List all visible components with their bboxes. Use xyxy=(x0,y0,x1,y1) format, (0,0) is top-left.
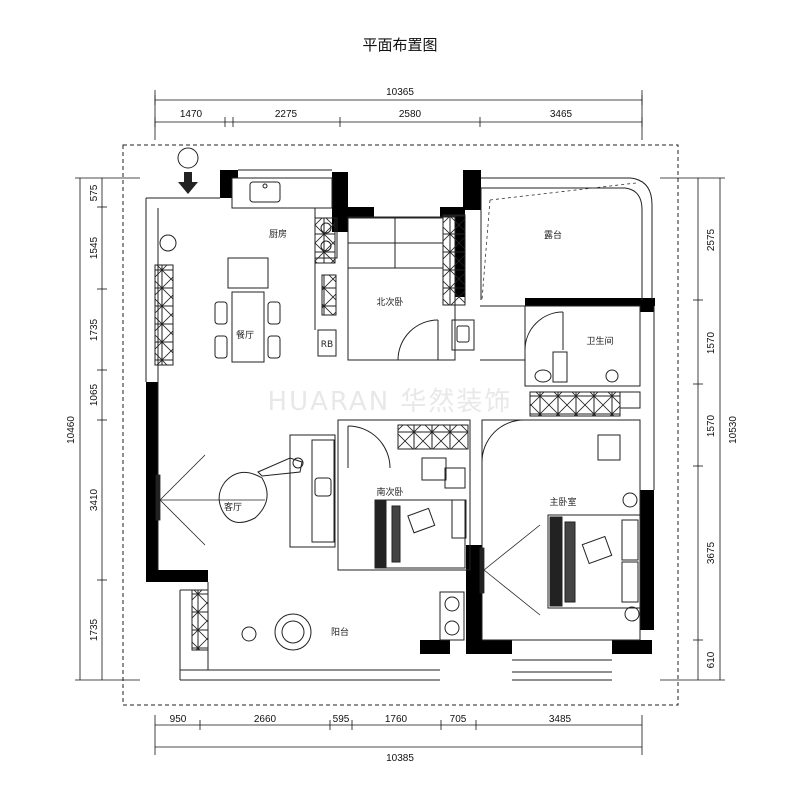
room-label-bathroom: 卫生间 xyxy=(586,335,613,347)
north-bedroom-door xyxy=(397,319,439,361)
sofa xyxy=(289,434,336,548)
room-label-balcony: 阳台 xyxy=(331,626,349,638)
top-dim-1: 1470 xyxy=(180,109,203,120)
bottom-dim-2: 2660 xyxy=(254,714,277,725)
balcony-chair xyxy=(241,613,312,651)
room-label-master-bedroom: 主卧室 xyxy=(549,496,576,508)
left-total-dim: 10460 xyxy=(66,416,77,444)
bottom-total-dim: 10385 xyxy=(386,753,414,764)
compass-icon xyxy=(177,147,199,194)
bottom-dim-3: 595 xyxy=(333,714,350,725)
bottom-dim-5: 705 xyxy=(450,714,467,725)
bottom-dim-4: 1760 xyxy=(385,714,408,725)
left-dim-4: 1065 xyxy=(89,383,100,406)
watermark: HUARAN 华然装饰 xyxy=(268,387,513,417)
site-boundary xyxy=(122,144,679,706)
dining-table xyxy=(159,234,281,363)
left-dim-2: 1545 xyxy=(89,236,100,259)
plan-title: 平面布置图 xyxy=(362,36,437,54)
bottom-dim-6: 3485 xyxy=(549,714,572,725)
top-dim-3: 2580 xyxy=(399,109,422,120)
room-label-south-bedroom: 南次卧 xyxy=(376,486,403,498)
right-dim-1: 2575 xyxy=(706,228,717,251)
lounge-chair xyxy=(257,457,304,477)
right-dim-3: 1570 xyxy=(706,414,717,437)
right-dim-5: 610 xyxy=(706,651,717,668)
left-dim-3: 1735 xyxy=(89,318,100,341)
master-tv-line xyxy=(479,524,541,616)
left-dim-1: 575 xyxy=(89,184,100,201)
kitchen-sink-icon xyxy=(249,181,281,203)
left-dim-5: 3410 xyxy=(89,488,100,511)
basin-icon xyxy=(451,319,475,351)
right-total-dim: 10530 xyxy=(728,416,739,444)
stove-icon xyxy=(314,217,338,259)
top-dimensions xyxy=(154,90,643,140)
south-bedroom-door xyxy=(347,425,391,469)
fridge-label: RB xyxy=(321,340,333,350)
left-dim-6: 1735 xyxy=(89,618,100,641)
room-label-north-bedroom: 北次卧 xyxy=(376,296,403,308)
room-label-living: 客厅 xyxy=(224,501,242,513)
bottom-dim-1: 950 xyxy=(170,714,187,725)
toilet-icon xyxy=(534,351,568,383)
right-dimensions xyxy=(660,177,725,681)
room-label-kitchen: 厨房 xyxy=(269,228,287,240)
top-dim-4: 3465 xyxy=(550,109,573,120)
room-label-dining: 餐厅 xyxy=(236,329,254,341)
tv-line xyxy=(155,454,265,546)
right-dim-4: 3675 xyxy=(706,541,717,564)
washing-machine-icon xyxy=(439,591,465,641)
master-bedroom-bed xyxy=(547,391,641,622)
terrace-outline xyxy=(481,182,637,301)
left-dimensions xyxy=(75,177,140,681)
top-dim-2: 2275 xyxy=(275,109,298,120)
bathroom-door xyxy=(524,311,564,351)
top-total-dim: 10365 xyxy=(386,87,414,98)
bottom-dimensions xyxy=(154,715,643,755)
master-bedroom-door xyxy=(481,419,525,463)
fridge-box xyxy=(317,329,337,357)
room-label-terrace: 露台 xyxy=(544,229,562,241)
coffee-table xyxy=(218,471,268,523)
right-dim-2: 1570 xyxy=(706,331,717,354)
shower-icon xyxy=(605,369,619,383)
cabinets xyxy=(154,214,621,651)
south-bedroom-bed xyxy=(374,457,467,569)
